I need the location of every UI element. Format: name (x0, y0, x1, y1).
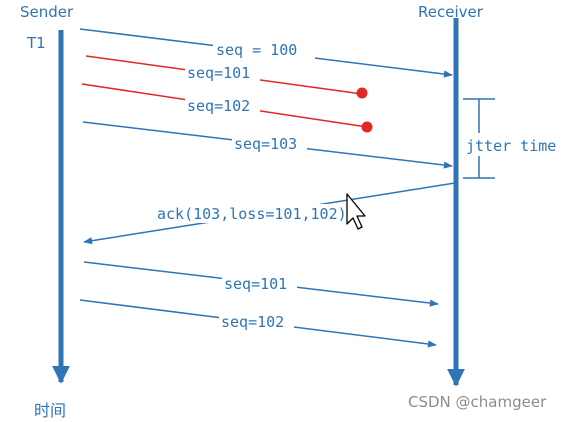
loss-dot-102 (361, 121, 373, 133)
time-axis-label: 时间 (34, 401, 66, 420)
sender-title: Sender (20, 3, 74, 21)
message-seq103-label: seq=103 (234, 135, 297, 153)
loss-dot-101 (356, 87, 368, 99)
receiver-title: Receiver (418, 3, 484, 21)
jitter-time-label: jtter time (466, 137, 556, 155)
message-seq101-lost-label: seq=101 (187, 64, 250, 82)
ack-label: ack(103,loss=101,102) (157, 205, 347, 223)
message-seq101-resend-label: seq=101 (224, 275, 287, 293)
watermark: CSDN @chamgeer (408, 393, 547, 411)
message-seq102-lost-label: seq=102 (187, 97, 250, 115)
mouse-cursor-icon (346, 193, 366, 230)
t1-label: T1 (26, 34, 46, 52)
message-seq100-label: seq = 100 (216, 41, 297, 59)
message-seq102-resend-label: seq=102 (221, 313, 284, 331)
